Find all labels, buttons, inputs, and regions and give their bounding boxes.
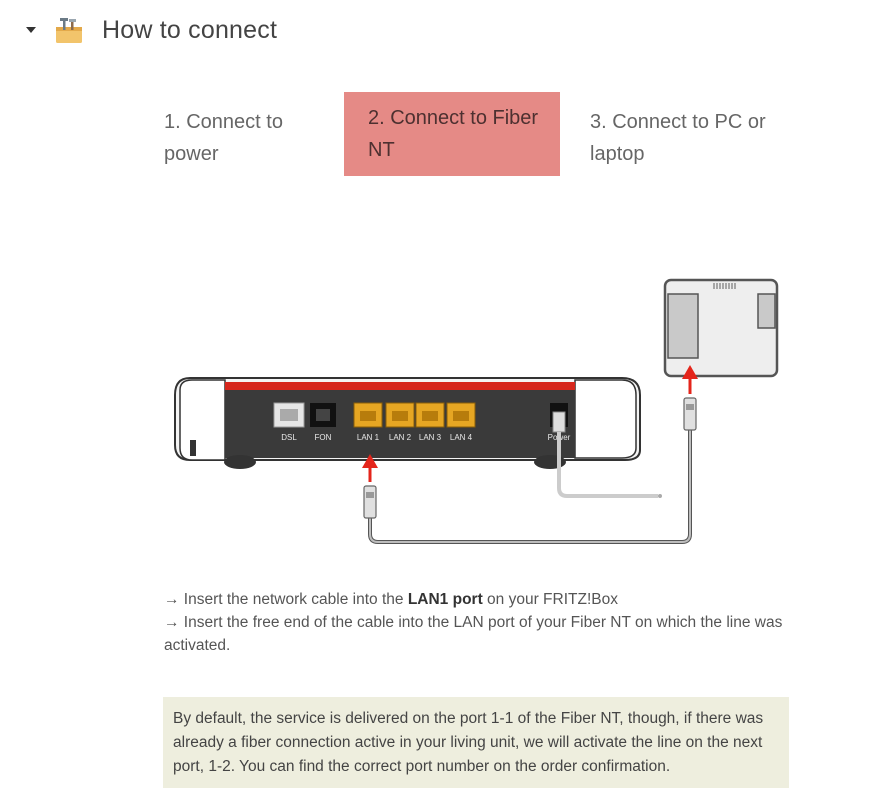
fiber-nt-device — [663, 278, 779, 378]
toolbox-icon — [56, 18, 82, 43]
tab-connect-to-power[interactable]: 1. Connect to power — [164, 111, 283, 165]
port-label-lan4: LAN 4 — [450, 433, 473, 442]
instruction-line-1: → Insert the network cable into the LAN1… — [164, 591, 618, 608]
info-note: By default, the service is delivered on … — [163, 697, 789, 788]
step-tabs: 1. Connect to power 2. Connect to Fiber … — [148, 92, 788, 176]
arrow-up-icon — [362, 454, 378, 482]
arrow-up-icon — [682, 365, 698, 394]
caret-down-icon[interactable] — [26, 27, 36, 33]
connection-diagram: DSL FON LAN 1 LAN 2 LAN 3 LAN 4 Power — [174, 278, 779, 544]
port-label-lan1: LAN 1 — [357, 433, 380, 442]
instructions: → Insert the network cable into the LAN1… — [164, 588, 794, 657]
power-cable — [552, 411, 662, 498]
port-label-lan3: LAN 3 — [419, 433, 442, 442]
tab-connect-to-pc[interactable]: 3. Connect to PC or laptop — [590, 111, 766, 165]
tab-connect-to-fiber-nt[interactable]: 2. Connect to Fiber NT — [344, 92, 560, 176]
section-header[interactable]: How to connect — [18, 10, 277, 50]
port-label-lan2: LAN 2 — [389, 433, 412, 442]
port-label-dsl: DSL — [281, 433, 297, 442]
router-device — [174, 377, 641, 469]
port-label-fon: FON — [315, 433, 332, 442]
network-cable — [363, 397, 697, 544]
instruction-line-2: → Insert the free end of the cable into … — [164, 614, 783, 654]
lan1-port-emphasis: LAN1 port — [407, 591, 483, 608]
section-title: How to connect — [102, 15, 278, 44]
